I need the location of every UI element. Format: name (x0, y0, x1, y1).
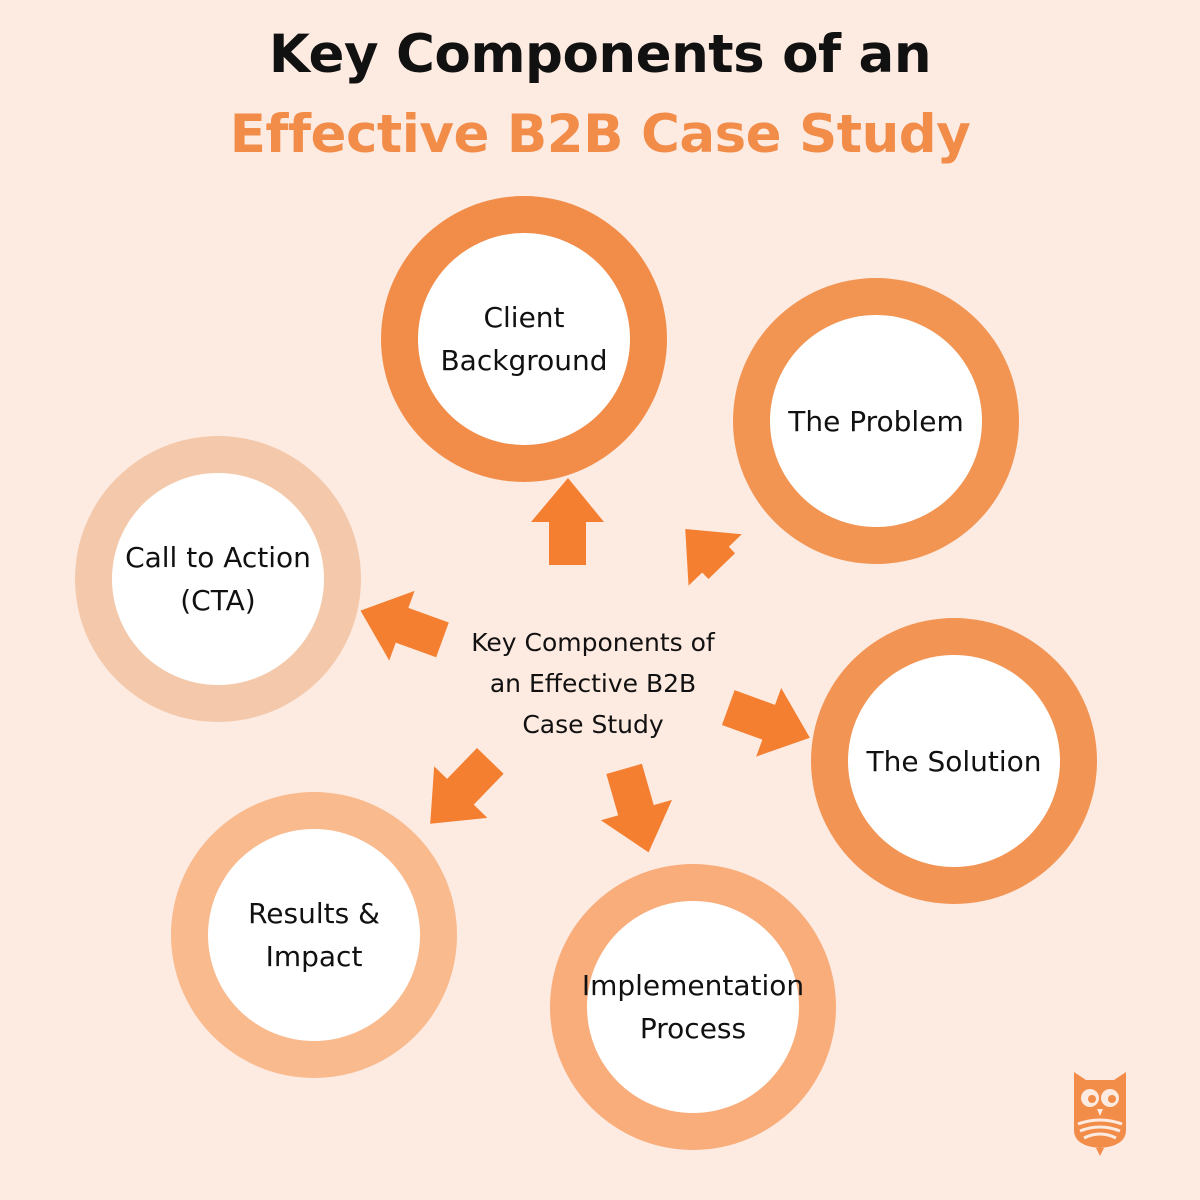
node-the-solution: The Solution (811, 618, 1097, 904)
arrow-to-results-impact (430, 747, 504, 824)
node-results-impact-inner: Results & Impact (208, 829, 420, 1041)
node-call-to-action-inner: Call to Action (CTA) (112, 473, 324, 685)
arrow-to-implementation-process (600, 763, 673, 853)
node-the-solution-inner: The Solution (848, 655, 1060, 867)
arrow-to-call-to-action (360, 590, 449, 661)
owl-icon (1074, 1072, 1126, 1156)
node-results-impact: Results & Impact (171, 792, 457, 1078)
arrow-to-client-background (531, 478, 604, 565)
arrow-to-the-problem (685, 529, 742, 586)
node-the-problem-label: The Problem (788, 404, 964, 438)
node-client-background-inner: Client Background (418, 233, 630, 445)
title-line-1: Key Components of an (268, 24, 932, 85)
node-implementation-process-label: Implementation Process (581, 969, 805, 1045)
node-call-to-action: Call to Action (CTA) (75, 436, 361, 722)
node-call-to-action-label: Call to Action (CTA) (125, 541, 311, 617)
center-label: Key Components of an Effective B2B Case … (471, 628, 715, 739)
node-the-solution-label: The Solution (866, 744, 1042, 778)
node-results-impact-label: Results & Impact (248, 897, 380, 973)
node-implementation-process-inner: Implementation Process (582, 901, 804, 1113)
node-implementation-process: Implementation Process (550, 864, 836, 1150)
arrow-to-the-solution (721, 687, 810, 757)
node-the-problem: The Problem (733, 278, 1019, 564)
title-line-2: Effective B2B Case Study (229, 104, 971, 165)
node-client-background-label: Client Background (440, 301, 608, 377)
node-the-problem-inner: The Problem (770, 315, 982, 527)
node-client-background: Client Background (381, 196, 667, 482)
